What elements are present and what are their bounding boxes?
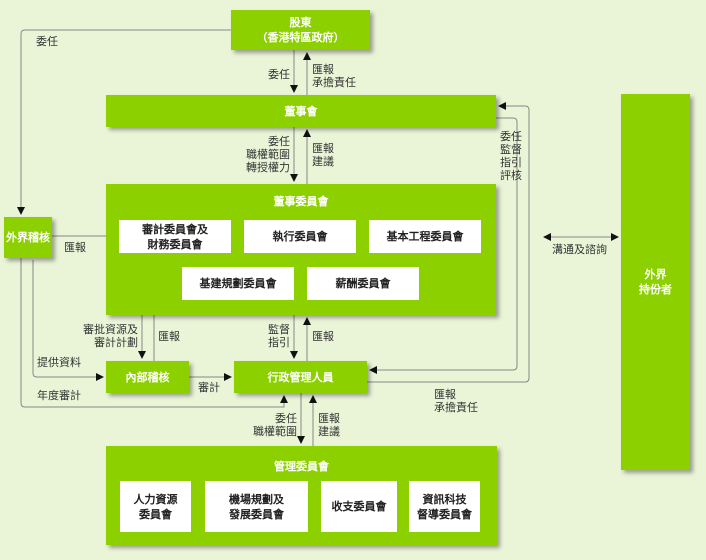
line-exec-report-board (367, 102, 530, 383)
board-label: 董事會 (284, 104, 318, 118)
label-committees-to-exec: 監督 指引 (268, 323, 290, 349)
committee-it-steering[interactable]: 資訊科技 督導委員會 (409, 481, 480, 532)
label-appoint-external-audit: 委任 (36, 35, 58, 48)
external-audit-box[interactable]: 外界稽核 (4, 217, 52, 258)
committee-capital-works[interactable]: 基本工程委員會 (369, 220, 481, 253)
board-box[interactable]: 董事會 (106, 95, 496, 127)
line-board-to-exec (369, 117, 518, 374)
label-exec-to-mgmt-committee: 委任 職權範圍 (253, 412, 297, 438)
committee-human-resources[interactable]: 人力資源 委員會 (120, 481, 191, 532)
committee-executive[interactable]: 執行委員會 (244, 220, 356, 253)
label-exec-to-committees: 匯報 (312, 330, 334, 343)
label-exec-report-board: 匯報 承擔責任 (434, 388, 478, 414)
label-board-to-committees: 委任 職權範圍 轉授權力 (246, 135, 290, 174)
committee-revenue-expenditure[interactable]: 收支委員會 (321, 481, 397, 532)
internal-audit-box[interactable]: 內部稽核 (106, 361, 189, 393)
external-audit-label: 外界稽核 (6, 231, 50, 244)
committee-airport-planning-development[interactable]: 機場規劃及 發展委員會 (205, 481, 308, 532)
line-shareholder-to-external-audit (17, 29, 231, 215)
external-stakeholders-box[interactable]: 外界 持份者 (621, 94, 690, 470)
label-internal-audit-to-committees: 匯報 (158, 330, 180, 343)
board-committees-title: 董事委員會 (273, 195, 329, 208)
label-board-oversee-exec: 委任 監督 指引 評核 (500, 130, 522, 182)
label-mgmt-committee-to-exec: 匯報 建議 (318, 412, 340, 438)
label-internal-audit-to-exec: 審計 (198, 381, 220, 394)
committee-infrastructure-planning[interactable]: 基建規劃委員會 (182, 267, 294, 300)
executive-management-box[interactable]: 行政管理人員 (234, 361, 367, 393)
shareholder-label: 股東 （香港特區政府） (256, 16, 345, 44)
executive-management-label: 行政管理人員 (267, 370, 334, 384)
label-board-to-shareholder: 匯報 承擔責任 (312, 63, 356, 89)
external-stakeholders-label: 外界 持份者 (639, 268, 672, 296)
label-provide-information: 提供資料 (37, 356, 81, 369)
label-external-audit-report: 匯報 (64, 241, 86, 254)
label-stakeholder-communication: 溝通及諮詢 (552, 243, 607, 256)
label-committees-to-internal-audit: 審批資源及 審計計劃 (83, 323, 138, 349)
shareholder-box[interactable]: 股東 （香港特區政府） (231, 10, 370, 50)
committee-audit-finance[interactable]: 審計委員會及 財務委員會 (119, 220, 231, 253)
committee-remuneration[interactable]: 薪酬委員會 (307, 267, 419, 300)
line-external-audit-to-internal-audit (32, 260, 104, 381)
line-annual-audit (20, 258, 288, 408)
label-committees-to-board: 匯報 建議 (312, 142, 334, 168)
management-committee-title: 管理委員會 (274, 460, 329, 473)
internal-audit-label: 內部稽核 (125, 370, 170, 384)
board-committees-box: 董事委員會 審計委員會及 財務委員會 執行委員會 基本工程委員會 基建規劃委員會… (106, 184, 496, 315)
management-committee-box: 管理委員會 人力資源 委員會 機場規劃及 發展委員會 收支委員會 資訊科技 督導… (106, 446, 497, 545)
label-shareholder-to-board: 委任 (268, 68, 290, 81)
label-annual-audit: 年度審計 (37, 389, 81, 402)
